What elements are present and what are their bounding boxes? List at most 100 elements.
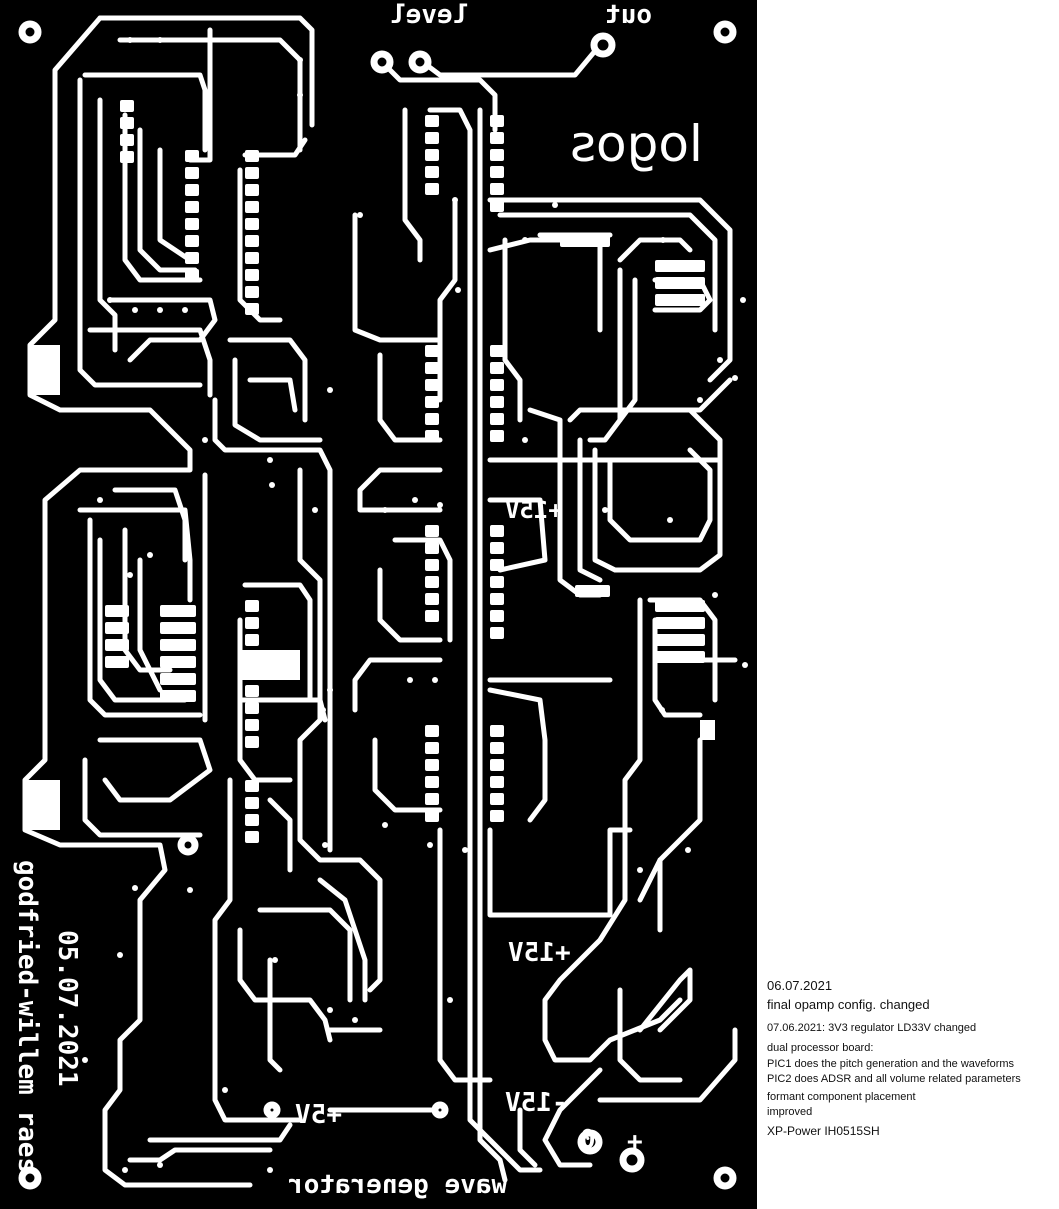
ic-pad [245,719,259,731]
ic-pad [245,269,259,281]
ic-pad [490,362,504,374]
ic-pad [245,685,259,697]
plus15-top-label: +15V [505,496,563,524]
ic-pad [245,218,259,230]
ic-pad [185,184,199,196]
via-dot [127,37,133,43]
ic-pad [245,702,259,714]
via-dot [352,1017,358,1023]
ic-pad [425,542,439,554]
via-dot [437,502,443,508]
ic-pad [245,286,259,298]
via-dot [659,707,665,713]
mounting-hole [713,20,737,44]
via-dot [697,397,703,403]
via-dot [447,997,453,1003]
via-dot [132,885,138,891]
ic-pad [575,585,610,597]
via-dot [685,847,691,853]
ic-pad [490,166,504,178]
ic-pad [425,115,439,127]
ic-pad [490,200,504,212]
via-dot [740,297,746,303]
pcb-layout: level out logos +15V +15V -15V +5V 0 + w… [0,0,757,1209]
via-dot [327,1007,333,1013]
via-dot [267,1167,273,1173]
via-dot [322,842,328,848]
ic-pad [490,345,504,357]
via-dot [82,1057,88,1063]
via-dot [717,357,723,363]
notes-line-7: improved [767,1106,813,1118]
ic-pad [490,576,504,588]
logo-label: logos [570,115,703,173]
ic-pad [425,149,439,161]
connector-pad [619,1147,645,1173]
via-dot [462,847,468,853]
mounting-hole [18,20,42,44]
ic-pad [490,810,504,822]
ic-pad [245,600,259,612]
via-dot [452,197,458,203]
ic-pad [425,396,439,408]
notes-line-8: XP-Power IH0515SH [767,1124,880,1138]
ic-pad [245,736,259,748]
ic-pad [245,150,259,162]
ic-pad [425,413,439,425]
via-dot [522,437,528,443]
ic-pad [425,183,439,195]
minus15-label: -15V [505,1088,568,1118]
ic-pad [160,622,196,634]
via-dot [357,212,363,218]
ic-pad [245,303,259,315]
via-dot [147,552,153,558]
plus15-bottom-label: +15V [508,938,571,968]
ic-pad [490,559,504,571]
connector-pad [577,1129,603,1155]
ic-pad [655,651,705,663]
ic-pad [655,617,705,629]
out-label: out [605,0,652,30]
via-dot [407,677,413,683]
ic-pad [105,656,129,668]
ic-pad [245,797,259,809]
via-dot [637,867,643,873]
ic-pad [490,132,504,144]
ic-pad [490,396,504,408]
plus5-label: +5V [295,1100,342,1130]
ic-pad [490,725,504,737]
ic-pad [245,634,259,646]
ic-pad [425,759,439,771]
ic-pad [120,117,134,129]
via-dot [117,952,123,958]
via-dot [122,1167,128,1173]
ic-pad [425,166,439,178]
ic-pad [490,430,504,442]
ic-pad [185,167,199,179]
via-dot [202,437,208,443]
ic-pad [185,252,199,264]
ic-pad [425,559,439,571]
ic-pad [245,252,259,264]
ic-pad [655,260,705,272]
notes-date: 06.07.2021 [767,978,833,993]
ic-pad [425,742,439,754]
ic-pad [425,593,439,605]
connector-pad [590,32,616,58]
via-dot [660,237,666,243]
notes-line-2: 07.06.2021: 3V3 regulator LD33V changed [767,1022,977,1034]
via-dot [272,957,278,963]
author-label: godfried-willem raes [12,860,42,1174]
via-dot [327,687,333,693]
via-dot [732,375,738,381]
via-dot [187,887,193,893]
ic-pad [490,379,504,391]
ic-pad [425,345,439,357]
ic-pad [490,542,504,554]
via-dot [382,507,388,513]
ic-pad [245,184,259,196]
ic-pad [185,269,199,281]
ic-pad [490,593,504,605]
via-dot [412,497,418,503]
ic-pad [245,235,259,247]
